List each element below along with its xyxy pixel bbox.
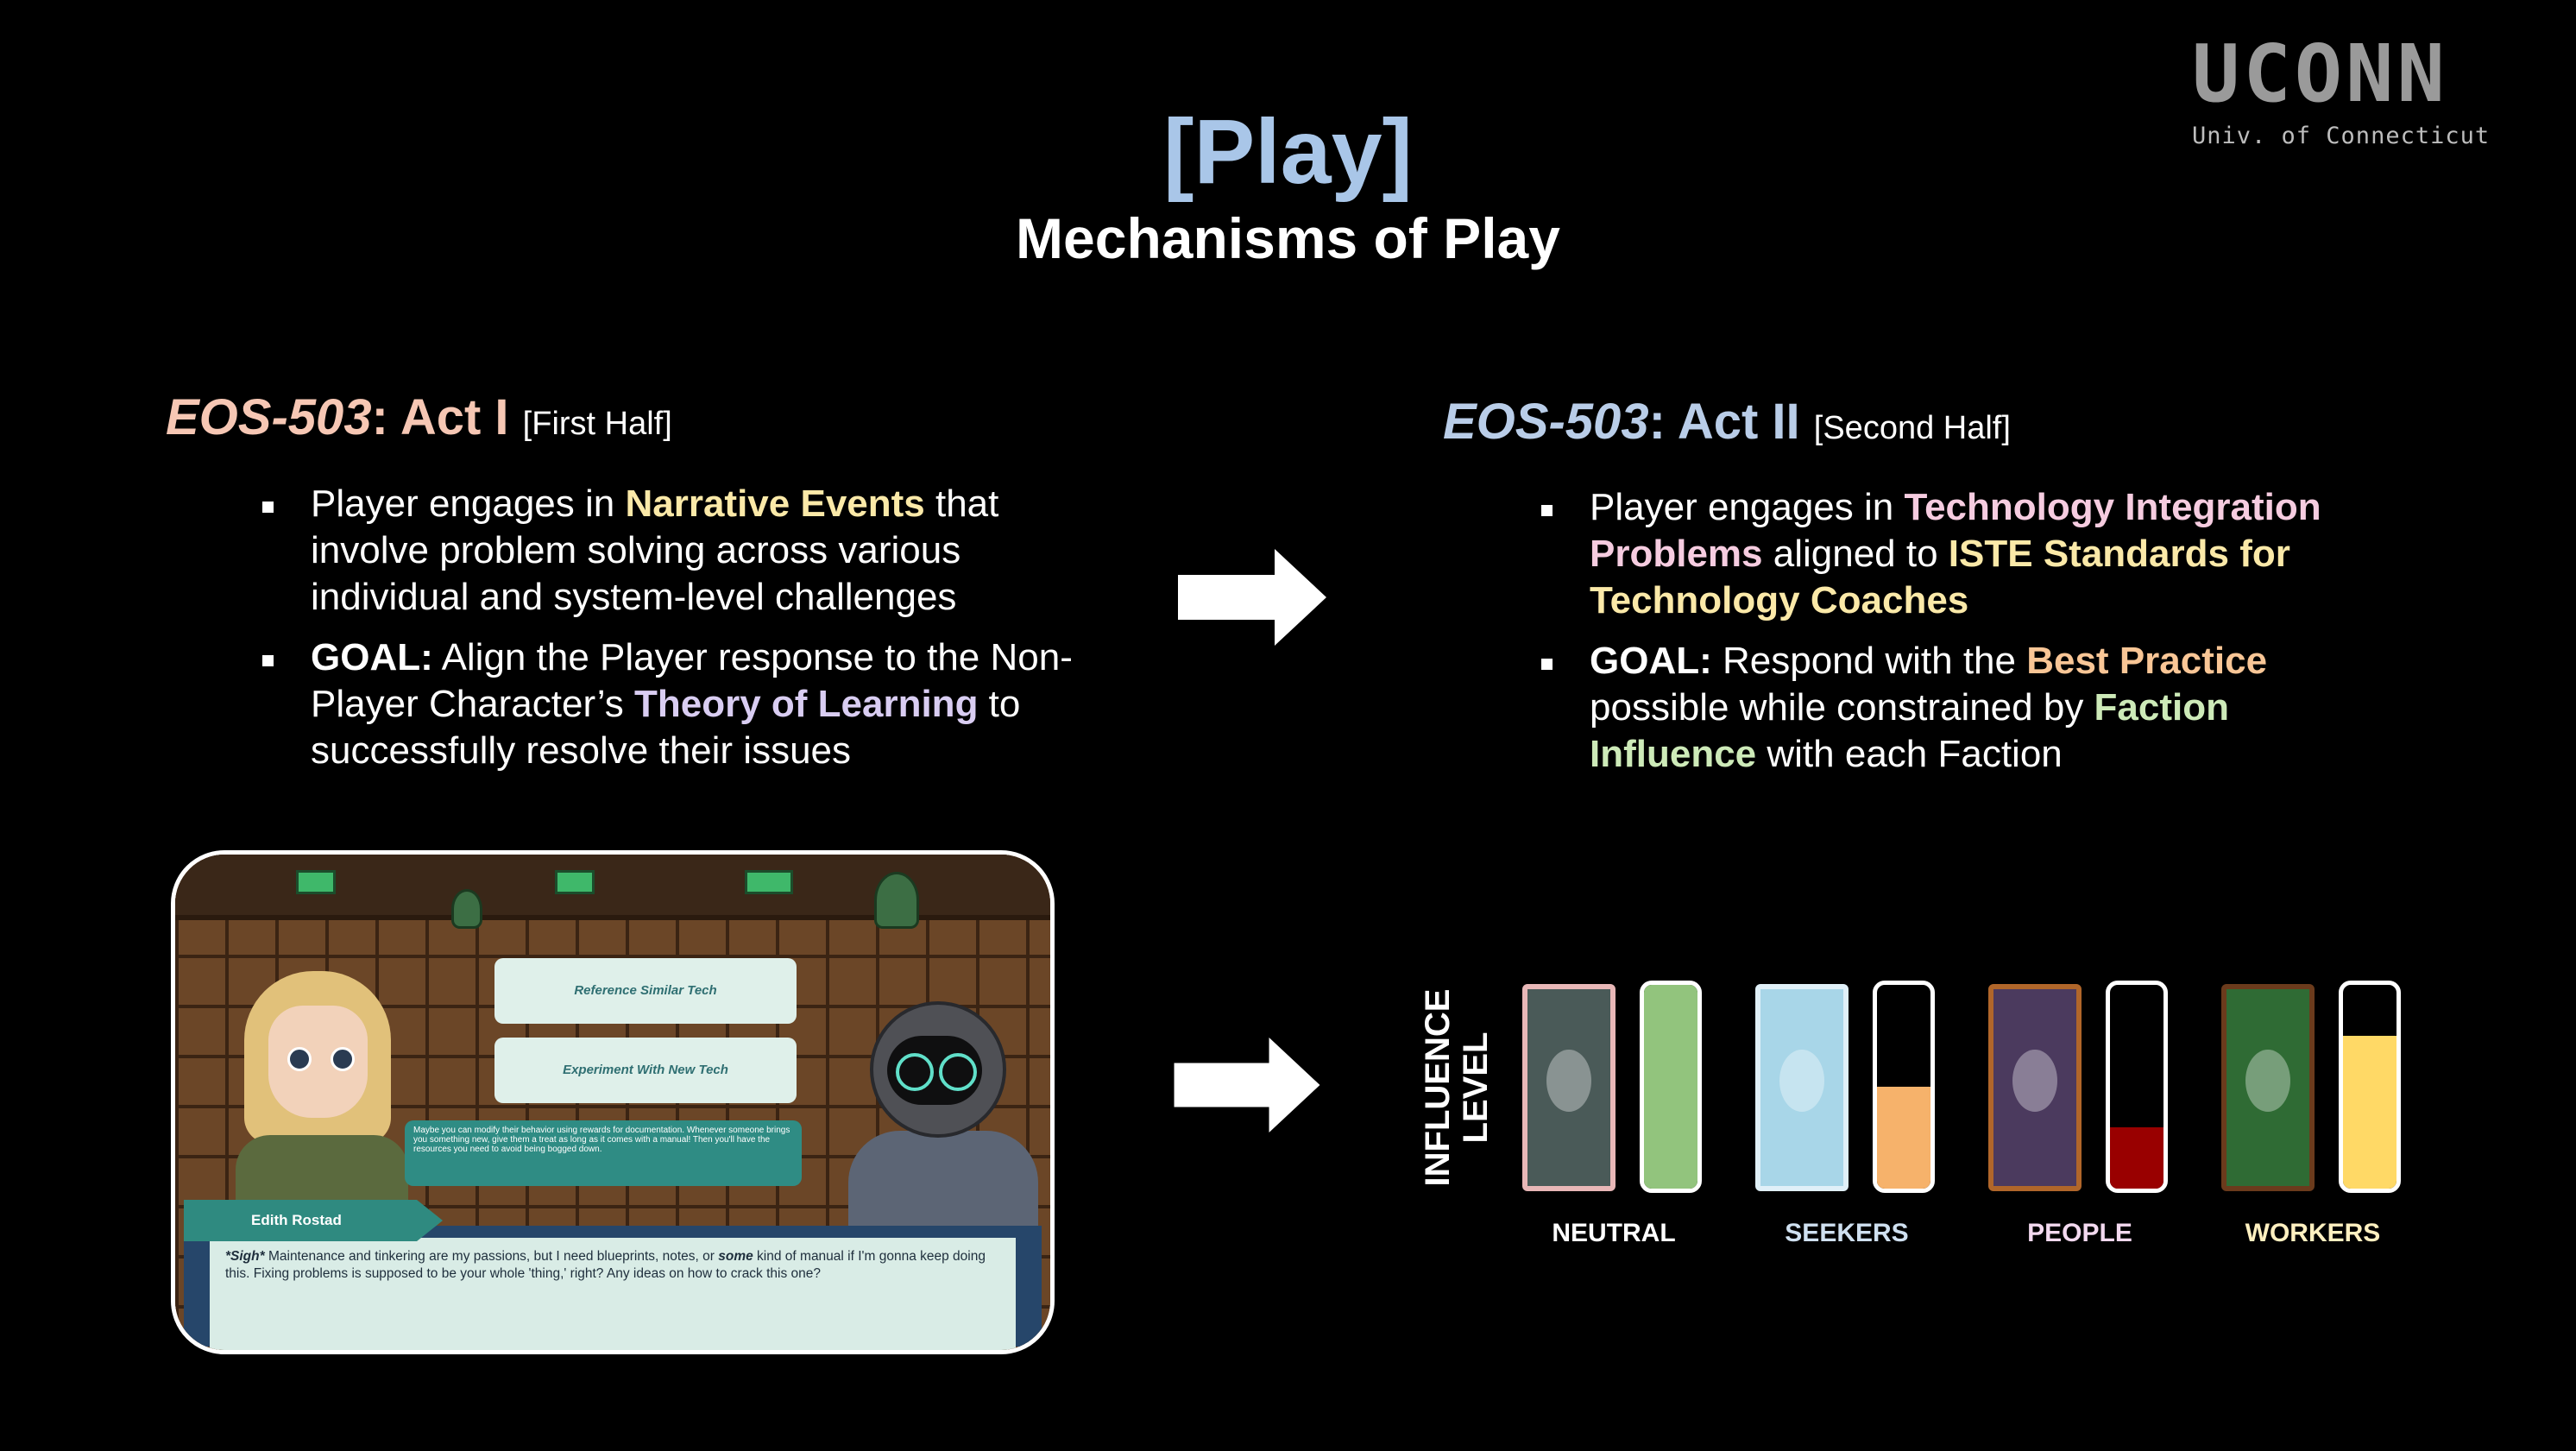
neutral-influence-meter (1640, 981, 1702, 1193)
act2-note: [Second Half] (1813, 410, 2011, 446)
choice-experiment-with-new-tech[interactable]: Experiment With New Tech (494, 1038, 797, 1103)
influence-label-line1: INFLUENCE (1418, 988, 1457, 1187)
seekers-influence-meter (1873, 981, 1935, 1193)
seekers-label: SEEKERS (1785, 1219, 1909, 1247)
seekers-banner (1755, 984, 1849, 1191)
monitor-icon (296, 870, 336, 894)
people-banner (1988, 984, 2082, 1191)
plant-icon (451, 889, 482, 929)
monitor-icon (555, 870, 595, 894)
highlight-tech-integration-problems: Technology Integration Problems (1590, 486, 2321, 575)
goal-label: GOAL: (1590, 640, 1712, 682)
act1-label: : Act I (371, 389, 509, 445)
bullet-text: Player engages in (1590, 486, 1905, 528)
people-influence-meter (2106, 981, 2168, 1193)
bullet-text: that involve problem solving across vari… (311, 483, 999, 618)
act2-label: : Act II (1648, 394, 1800, 450)
choice-reference-similar-tech[interactable]: Reference Similar Tech (494, 958, 797, 1024)
speaker-name: Edith Rostad (184, 1200, 443, 1241)
bullet-text: aligned to (1762, 533, 1949, 575)
edith-character (236, 971, 408, 1204)
dialogue-sigh: *Sigh* (225, 1249, 265, 1264)
monitor-icon (745, 870, 793, 894)
bullet-text: Player engages in (311, 483, 626, 525)
act2-bullet-1: Player engages in Technology Integration… (1541, 484, 2366, 624)
act2-heading: EOS-503: Act II [Second Half] (1443, 393, 2011, 451)
dialogue-part: Maintenance and tinkering are my passion… (264, 1249, 719, 1264)
act2-bullet-2: GOAL: Respond with the Best Practice pos… (1541, 638, 2366, 778)
bullet-text: possible while constrained by (1590, 686, 2094, 729)
dialogue-text: *Sigh* Maintenance and tinkering are my … (210, 1238, 1016, 1350)
bullet-text: Respond with the (1711, 640, 2027, 682)
workers-label: WORKERS (2245, 1219, 2381, 1247)
goal-label: GOAL: (311, 636, 433, 678)
plant-icon (874, 872, 919, 929)
bullet-text: to successfully resolve their issues (311, 683, 1021, 772)
logo-subtitle: Univ. of Connecticut (2192, 123, 2491, 149)
game-screenshot: Reference Similar Tech Experiment With N… (171, 850, 1055, 1354)
robot-character (848, 1001, 1038, 1226)
logo-wordmark: UCONN (2192, 28, 2448, 120)
act2-bullets: Player engages in Technology Integration… (1541, 484, 2366, 792)
people-influence-fill (2110, 1127, 2163, 1189)
dialogue-box: *Sigh* Maintenance and tinkering are my … (184, 1226, 1042, 1350)
people-label: PEOPLE (2027, 1219, 2132, 1247)
influence-label-line2: LEVEL (1456, 1031, 1495, 1144)
people-emblem-icon (2012, 1050, 2057, 1112)
neutral-label: NEUTRAL (1552, 1219, 1676, 1247)
slide-title: [Play] (1163, 101, 1413, 203)
workers-emblem-icon (2245, 1050, 2290, 1112)
bullet-text: Align the Player response to the Non-Pla… (311, 636, 1073, 725)
highlight-faction-influence: Faction Influence (1590, 686, 2229, 775)
highlight-narrative-events: Narrative Events (625, 483, 925, 525)
highlight-best-practice: Best Practice (2026, 640, 2268, 682)
seekers-emblem-icon (1779, 1050, 1824, 1112)
highlight-iste-standards: ISTE Standards for Technology Coaches (1590, 533, 2290, 621)
neutral-emblem-icon (1546, 1050, 1591, 1112)
dialogue-hint: Maybe you can modify their behavior usin… (405, 1120, 802, 1186)
act1-code: EOS-503 (166, 389, 372, 445)
act1-bullet-2: GOAL: Align the Player response to the N… (262, 634, 1087, 774)
act1-note: [First Half] (522, 406, 672, 442)
act2-code: EOS-503 (1443, 394, 1649, 450)
right-arrow-icon (1178, 549, 1326, 646)
workers-banner (2221, 984, 2315, 1191)
right-arrow-icon (1174, 1038, 1320, 1132)
dialogue-emphasis: some (718, 1249, 753, 1264)
workers-influence-fill (2343, 1036, 2396, 1189)
neutral-banner (1522, 984, 1616, 1191)
act1-bullets: Player engages in Narrative Events that … (262, 481, 1087, 788)
act1-bullet-1: Player engages in Narrative Events that … (262, 481, 1087, 621)
neutral-influence-fill (1644, 985, 1697, 1189)
dialogue-part: kind of manual if I'm gonna keep doing t… (225, 1249, 986, 1281)
workers-influence-meter (2339, 981, 2401, 1193)
slide-subtitle: Mechanisms of Play (1016, 206, 1560, 270)
seekers-influence-fill (1877, 1087, 1930, 1189)
uconn-logo: UCONN Univ. of Connecticut (2192, 28, 2520, 150)
act1-heading: EOS-503: Act I [First Half] (166, 388, 672, 446)
highlight-theory-of-learning: Theory of Learning (633, 683, 979, 725)
bullet-text: with each Faction (1756, 733, 2063, 775)
